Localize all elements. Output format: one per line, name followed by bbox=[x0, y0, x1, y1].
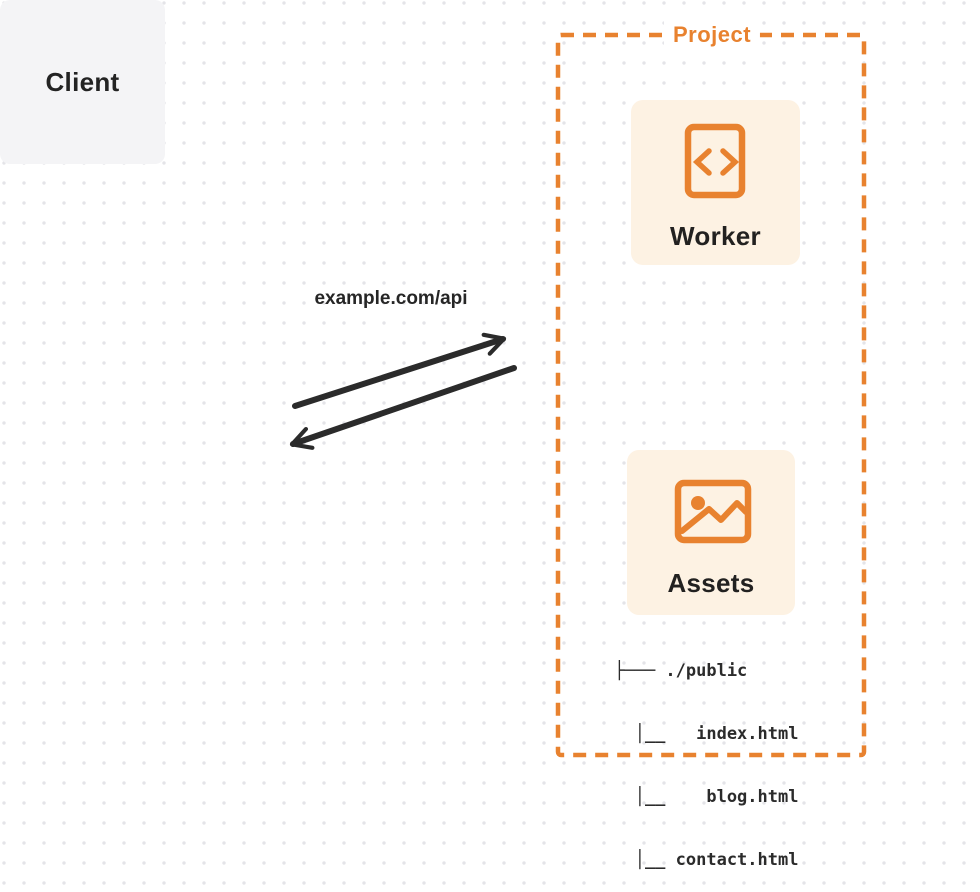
client-box: Client bbox=[0, 0, 165, 164]
client-label: Client bbox=[45, 66, 120, 97]
tree-line-index: │__ index.html bbox=[604, 724, 799, 744]
response-arrow bbox=[289, 365, 517, 450]
worker-card: Worker bbox=[631, 100, 800, 265]
request-url-label: example.com/api bbox=[314, 288, 468, 309]
tree-line-public: ├─── ./public bbox=[604, 661, 748, 681]
assets-label: Assets bbox=[667, 568, 755, 598]
project-label: Project bbox=[663, 21, 761, 49]
worker-label: Worker bbox=[670, 221, 761, 251]
file-tree: ├─── ./public │__ index.html │__ blog.ht… bbox=[604, 619, 798, 892]
assets-card: Assets bbox=[627, 450, 795, 615]
tree-line-contact: │__ contact.html bbox=[604, 850, 799, 870]
tree-line-blog: │__ blog.html bbox=[604, 787, 799, 807]
request-arrow bbox=[292, 332, 507, 409]
diagram-canvas: { "diagram": { "client": { "label": "Cli… bbox=[0, 0, 980, 870]
